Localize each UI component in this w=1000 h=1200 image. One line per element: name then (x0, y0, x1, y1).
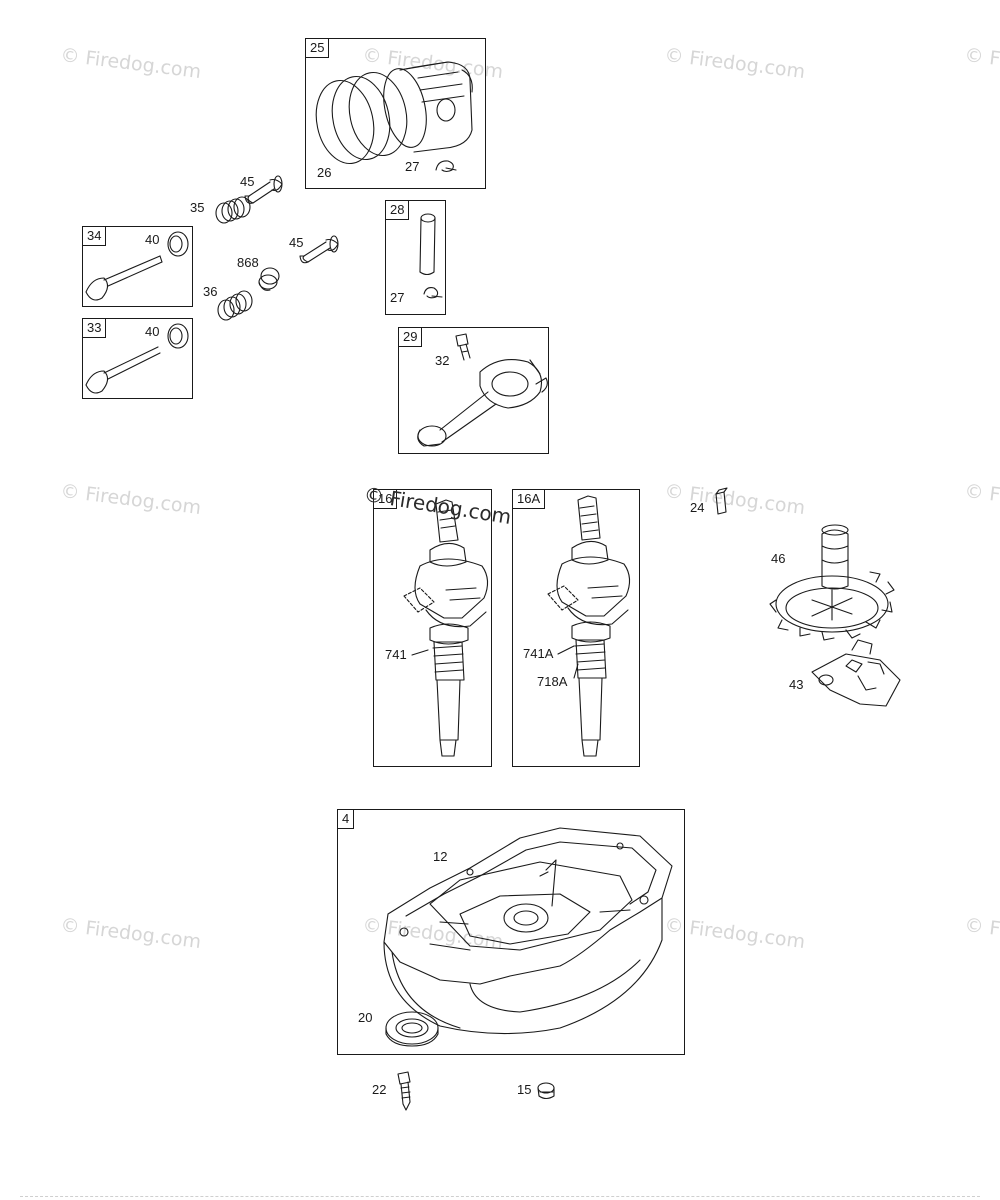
crankcase-cover-box[interactable]: 4 (337, 809, 685, 1055)
retainer-clip-icon (424, 288, 442, 298)
piston-pin-box[interactable]: 28 (385, 200, 446, 315)
callout-27: 27 (390, 290, 405, 305)
piston-icon (377, 62, 472, 152)
callout-741a: 741A (523, 646, 554, 661)
key-icon (716, 488, 727, 514)
callout-45: 45 (289, 235, 304, 250)
callout-33: 33 (83, 319, 107, 338)
valve-tappet-icon (245, 176, 282, 203)
callout-24: 24 (690, 500, 705, 515)
intake-valve-icon (86, 324, 188, 393)
callout-34: 34 (83, 227, 107, 246)
callout-35: 35 (190, 200, 205, 215)
callout-40: 40 (145, 232, 160, 247)
crankshaft-icon (404, 500, 488, 756)
exhaust-valve-icon (86, 232, 188, 300)
callout-718a: 718A (537, 674, 568, 689)
exhaust-valve-box[interactable]: 34 (82, 226, 193, 307)
screw-icon (398, 1072, 410, 1110)
spring-retainer-icon (259, 268, 279, 290)
callout-26: 26 (317, 165, 332, 180)
callout-4: 4 (338, 810, 355, 829)
callout-16a: 16A (513, 490, 546, 509)
callout-27: 27 (405, 159, 420, 174)
callout-25: 25 (306, 39, 330, 58)
callout-20: 20 (358, 1010, 373, 1025)
plug-icon (538, 1083, 554, 1099)
callout-29: 29 (399, 328, 423, 347)
intake-valve-box[interactable]: 33 (82, 318, 193, 399)
connecting-rod-icon (418, 360, 548, 446)
callout-36: 36 (203, 284, 218, 299)
callout-741: 741 (385, 647, 407, 662)
piston-pin-icon (420, 214, 435, 275)
piston-rings-icon (309, 67, 414, 169)
callout-22: 22 (372, 1082, 387, 1097)
crankshaft-icon (548, 496, 630, 756)
callout-28: 28 (386, 201, 410, 220)
crankshaft-box-16[interactable]: 16 (373, 489, 492, 767)
camshaft-gear-icon (770, 525, 894, 640)
connecting-rod-box[interactable]: 29 (398, 327, 549, 454)
callout-46: 46 (771, 551, 786, 566)
callout-45: 45 (240, 174, 255, 189)
callout-15: 15 (517, 1082, 532, 1097)
retainer-clip-icon (436, 161, 456, 172)
callout-32: 32 (435, 353, 450, 368)
callout-43: 43 (789, 677, 804, 692)
valve-spring-icon (218, 291, 252, 320)
callout-16: 16 (374, 490, 398, 509)
piston-box[interactable]: 25 (305, 38, 486, 189)
rod-bolt-icon (456, 334, 470, 360)
oil-seal-icon (386, 1012, 438, 1046)
crankcase-cover-icon (384, 828, 672, 1034)
callout-40: 40 (145, 324, 160, 339)
page-divider (20, 1196, 980, 1197)
governor-assembly-icon (812, 640, 900, 706)
callout-12: 12 (433, 849, 448, 864)
valve-tappet-icon (300, 236, 338, 263)
crankshaft-box-16a[interactable]: 16A (512, 489, 640, 767)
valve-spring-icon (216, 197, 250, 223)
callout-868: 868 (237, 255, 259, 270)
